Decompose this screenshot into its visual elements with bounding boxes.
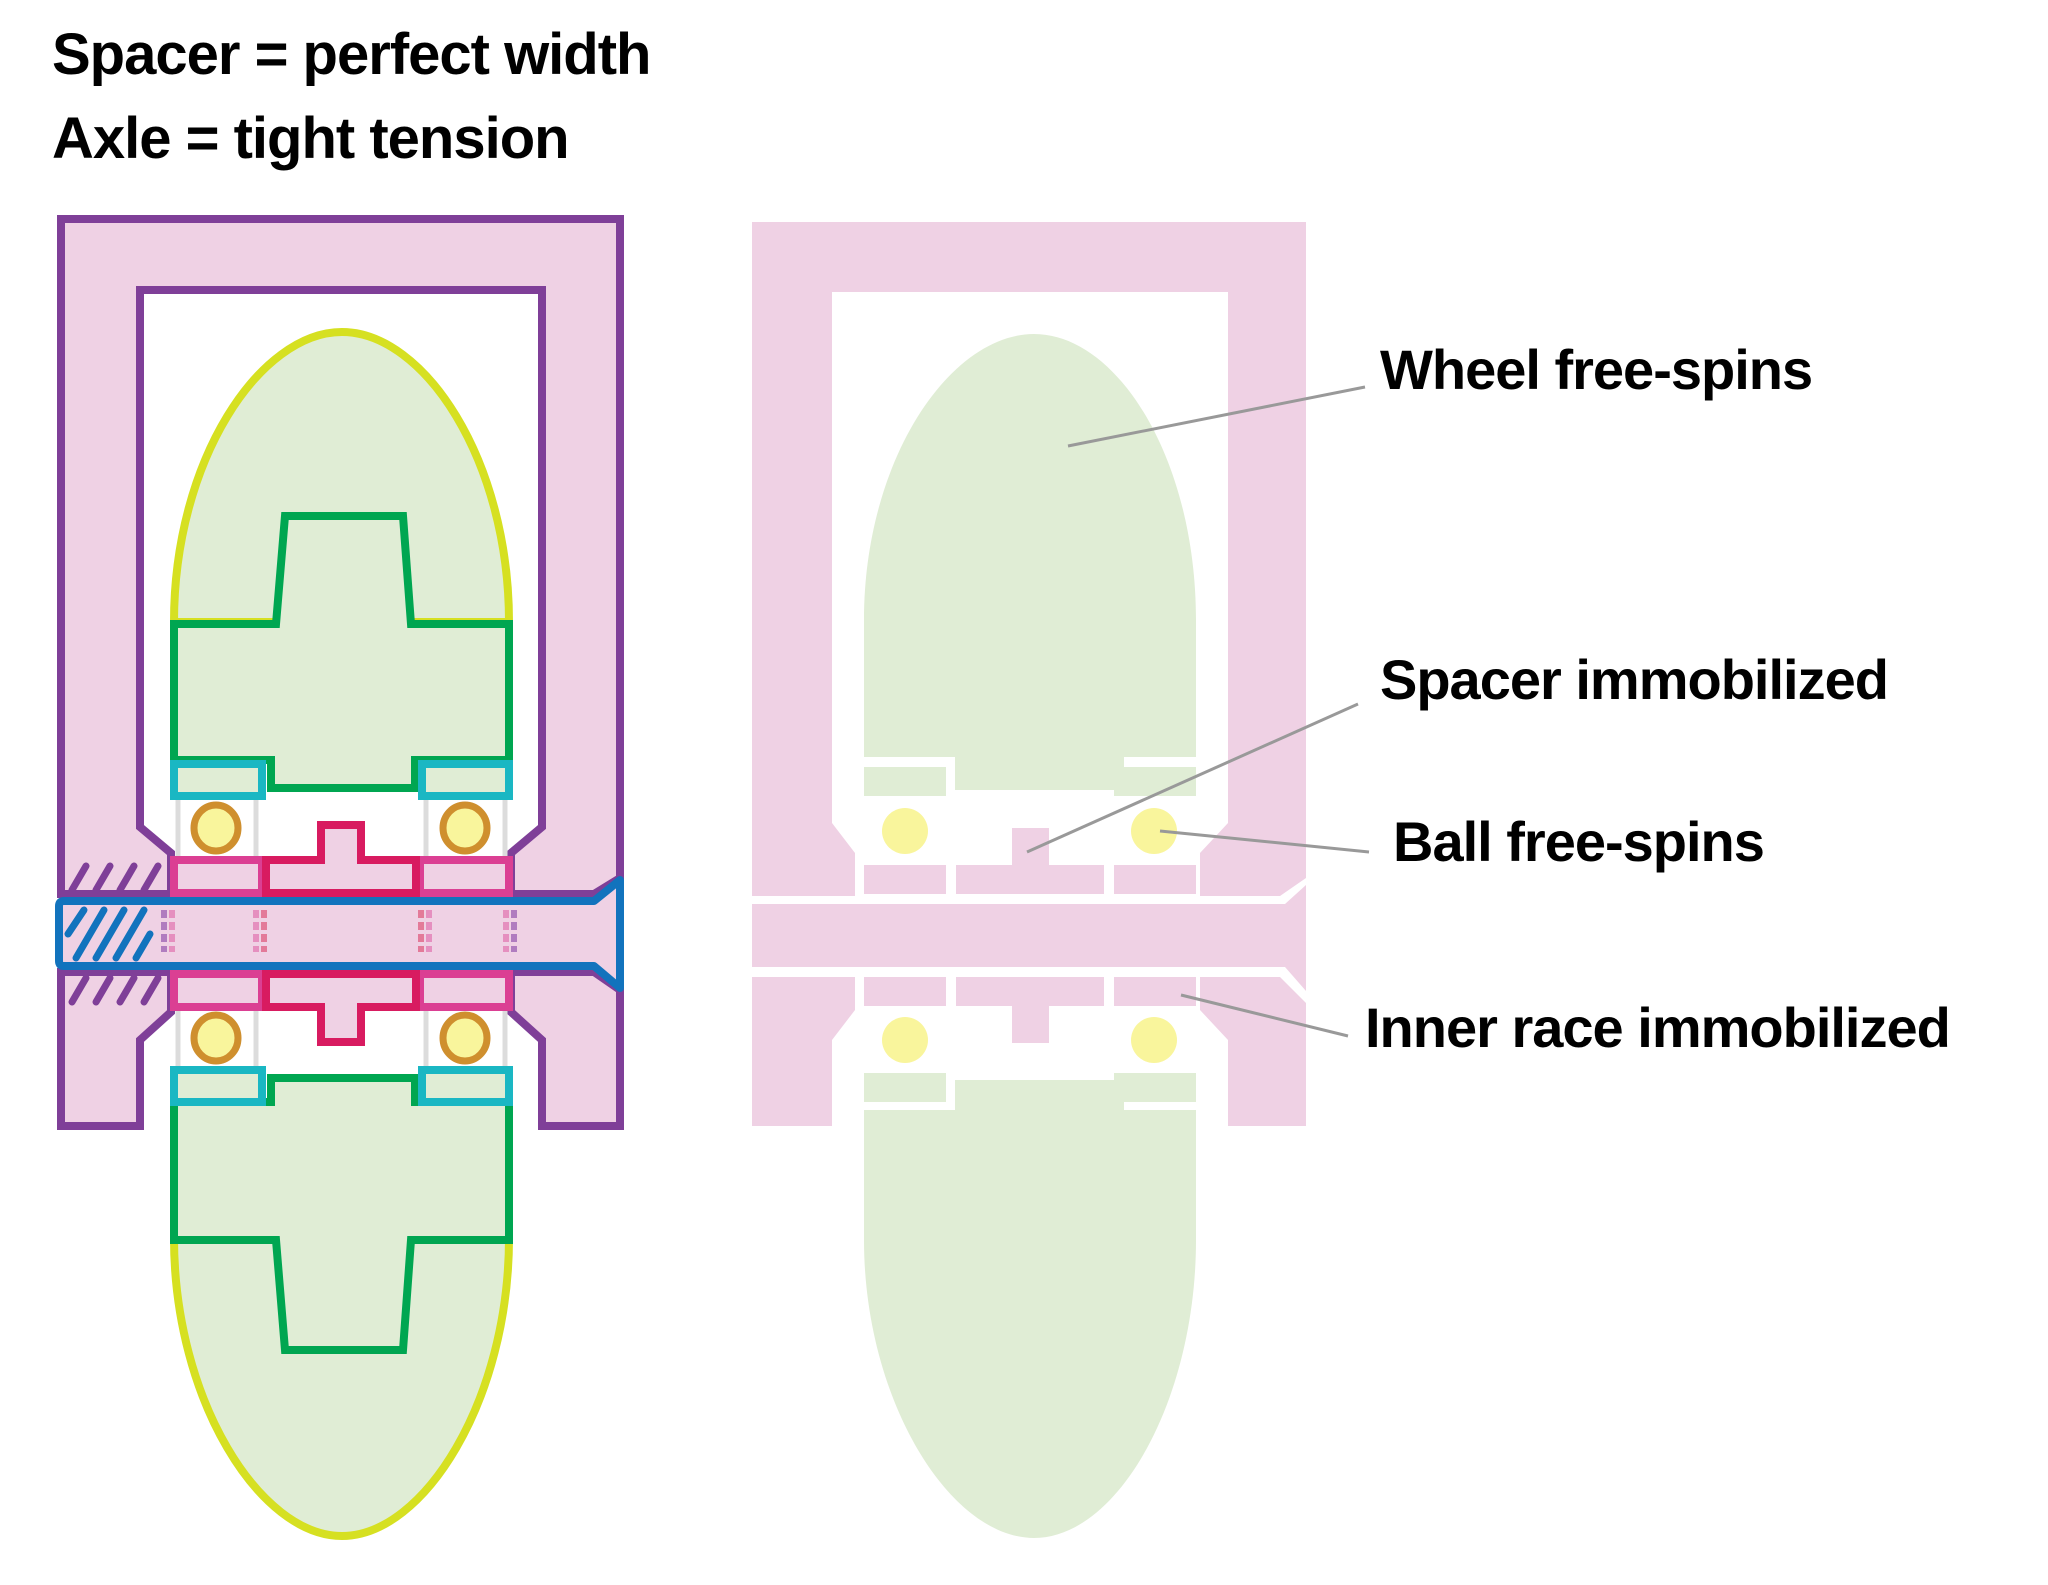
inner-race-bottom-right — [416, 970, 513, 1011]
label-ball-free-spins: Ball free-spins — [1393, 810, 1765, 873]
ghost-frame-lower-left — [752, 977, 855, 1126]
inner-race-top-right — [416, 856, 513, 897]
ball-top-left — [190, 801, 242, 855]
outer-race-top-left — [170, 760, 266, 800]
title-line-2: Axle = tight tension — [52, 106, 570, 171]
ball-bottom-right — [439, 1011, 491, 1065]
ghost-axle — [752, 885, 1306, 991]
axle — [55, 876, 624, 992]
right-assembly — [752, 222, 1306, 1538]
frame-thread-hatch — [68, 862, 162, 1006]
label-wheel-free-spins: Wheel free-spins — [1380, 338, 1813, 401]
ball-bottom-left — [190, 1011, 242, 1065]
ghost-spacer-bottom — [956, 977, 1104, 1043]
ghost-outer-race-br — [1114, 1073, 1196, 1102]
ball-top-right — [439, 801, 491, 855]
ghost-frame-upper — [752, 222, 1306, 896]
contact-marks — [161, 910, 517, 952]
wheel-tire-top — [169, 327, 514, 626]
ghost-outer-race-tl — [864, 767, 946, 796]
leader-ball — [1159, 829, 1370, 854]
outer-race-top-right — [418, 760, 513, 800]
ghost-inner-race-tr — [1114, 865, 1196, 894]
inner-race-bottom-left — [170, 970, 266, 1011]
spacer-top — [262, 821, 420, 897]
leader-lines — [1026, 385, 1370, 1038]
left-assembly — [55, 215, 624, 1541]
leader-inner-race — [1180, 993, 1349, 1038]
ghost-ball-tr — [1131, 808, 1177, 854]
ghost-spacer-top — [956, 828, 1104, 894]
outer-race-bottom-left — [170, 1066, 266, 1106]
ghost-wheel-bottom — [864, 1080, 1196, 1538]
ghost-outer-race-bl — [864, 1073, 946, 1102]
ghost-ball-tl — [882, 808, 928, 854]
ghost-wheel-top — [864, 334, 1196, 790]
frame-lower-right — [507, 968, 624, 1130]
ghost-inner-race-tl — [864, 865, 946, 894]
outer-race-bottom-right — [418, 1066, 513, 1106]
spacer-bottom — [262, 970, 420, 1046]
ghost-ball-bl — [882, 1017, 928, 1063]
ghost-ball-br — [1131, 1017, 1177, 1063]
label-inner-race-immobilized: Inner race immobilized — [1365, 996, 1951, 1059]
leader-wheel — [1067, 385, 1366, 448]
bearing-cage — [175, 798, 508, 1066]
inner-race-top-left — [170, 856, 266, 897]
label-spacer-immobilized: Spacer immobilized — [1380, 648, 1889, 711]
axle-thread-hatch — [64, 906, 154, 962]
ghost-inner-race-bl — [864, 977, 946, 1006]
title-line-1: Spacer = perfect width — [52, 22, 651, 87]
ghost-frame-lower-right — [1200, 977, 1306, 1126]
ghost-inner-race-br — [1114, 977, 1196, 1006]
wheel-tire-bottom — [169, 1234, 514, 1541]
leader-spacer — [1026, 702, 1359, 854]
